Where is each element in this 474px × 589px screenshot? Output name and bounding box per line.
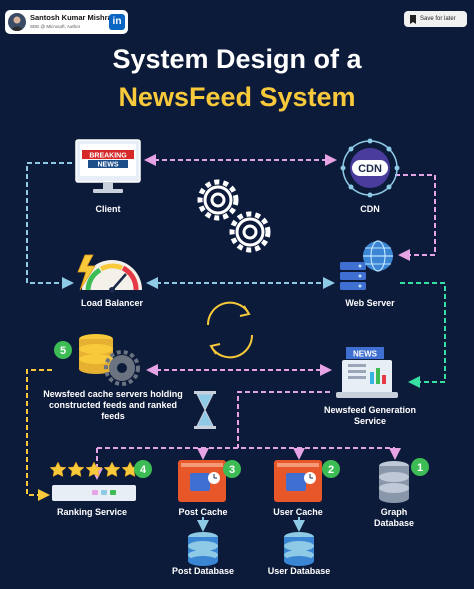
author-name: Santosh Kumar Mishra <box>30 13 112 22</box>
user-cache-icon <box>274 460 322 502</box>
graph-database-icon <box>379 461 409 503</box>
cdn-badge-text: CDN <box>358 163 382 175</box>
generation-service-label-line1: Newsfeed Generation <box>323 405 417 415</box>
author-card[interactable]: Santosh Kumar Mishra SDE @ Microsoft, Au… <box>5 10 128 34</box>
gears-icon <box>197 179 271 253</box>
load-balancer-label: Load Balancer <box>80 298 144 308</box>
cache-servers-database-icon <box>79 334 140 386</box>
step-badge-2: 2 <box>322 460 340 478</box>
step-badge-3: 3 <box>223 460 241 478</box>
author-role: SDE @ Microsoft, Author <box>30 24 81 29</box>
user-database-label: User Database <box>267 566 331 576</box>
arrow-cache-ranking <box>26 369 52 501</box>
page-title-line1: System Design of a <box>112 44 362 74</box>
news-generation-icon: NEWS <box>336 347 398 398</box>
load-balancer-gauge-icon <box>77 254 142 293</box>
web-server-icon <box>340 240 393 290</box>
user-cache-label: User Cache <box>273 507 323 517</box>
linkedin-icon[interactable]: in <box>109 14 125 30</box>
svg-text:1: 1 <box>417 462 423 474</box>
save-for-later-label: Save for later <box>420 16 456 22</box>
generation-service-label-line2: Service <box>353 416 387 426</box>
news-text: NEWS <box>98 162 119 169</box>
graph-database-label-line1: Graph <box>380 507 408 517</box>
svg-text:5: 5 <box>60 345 66 357</box>
post-database-label: Post Database <box>171 566 235 576</box>
page-title-line2: NewsFeed System <box>118 82 356 112</box>
step-badge-5: 5 <box>54 341 72 359</box>
bookmark-icon <box>410 15 416 24</box>
post-database-icon <box>188 532 218 566</box>
cdn-icon: CDN <box>340 138 400 198</box>
cache-servers-label: Newsfeed cache servers holding construct… <box>43 389 183 421</box>
client-monitor-icon: BREAKING NEWS <box>75 139 141 193</box>
web-server-label: Web Server <box>345 298 395 308</box>
news-sign-text: NEWS <box>353 350 378 359</box>
svg-text:3: 3 <box>229 464 235 476</box>
ranking-service-server-icon <box>52 485 136 501</box>
svg-text:4: 4 <box>140 464 147 476</box>
post-cache-icon <box>178 460 226 502</box>
step-badge-1: 1 <box>411 458 429 476</box>
ranking-service-label: Ranking Service <box>56 507 128 517</box>
arrow-cdn-webserver <box>395 174 436 261</box>
save-for-later-button[interactable]: Save for later <box>404 11 467 27</box>
post-cache-label: Post Cache <box>178 507 228 517</box>
step-badge-4: 4 <box>134 460 152 478</box>
user-database-icon <box>284 532 314 566</box>
breaking-text: BREAKING <box>89 153 127 160</box>
client-label: Client <box>95 204 121 214</box>
arrow-client-loadbalancer <box>26 162 74 289</box>
hourglass-icon <box>194 391 216 429</box>
cdn-label: CDN <box>360 204 380 214</box>
ranking-stars-icon <box>49 461 139 477</box>
arrow-generation-bus <box>237 391 330 448</box>
graph-database-label-line2: Database <box>373 518 415 528</box>
avatar <box>8 13 26 31</box>
arrow-webserver-generation <box>400 282 446 388</box>
refresh-cycle-icon <box>206 301 254 359</box>
svg-text:2: 2 <box>328 464 334 476</box>
